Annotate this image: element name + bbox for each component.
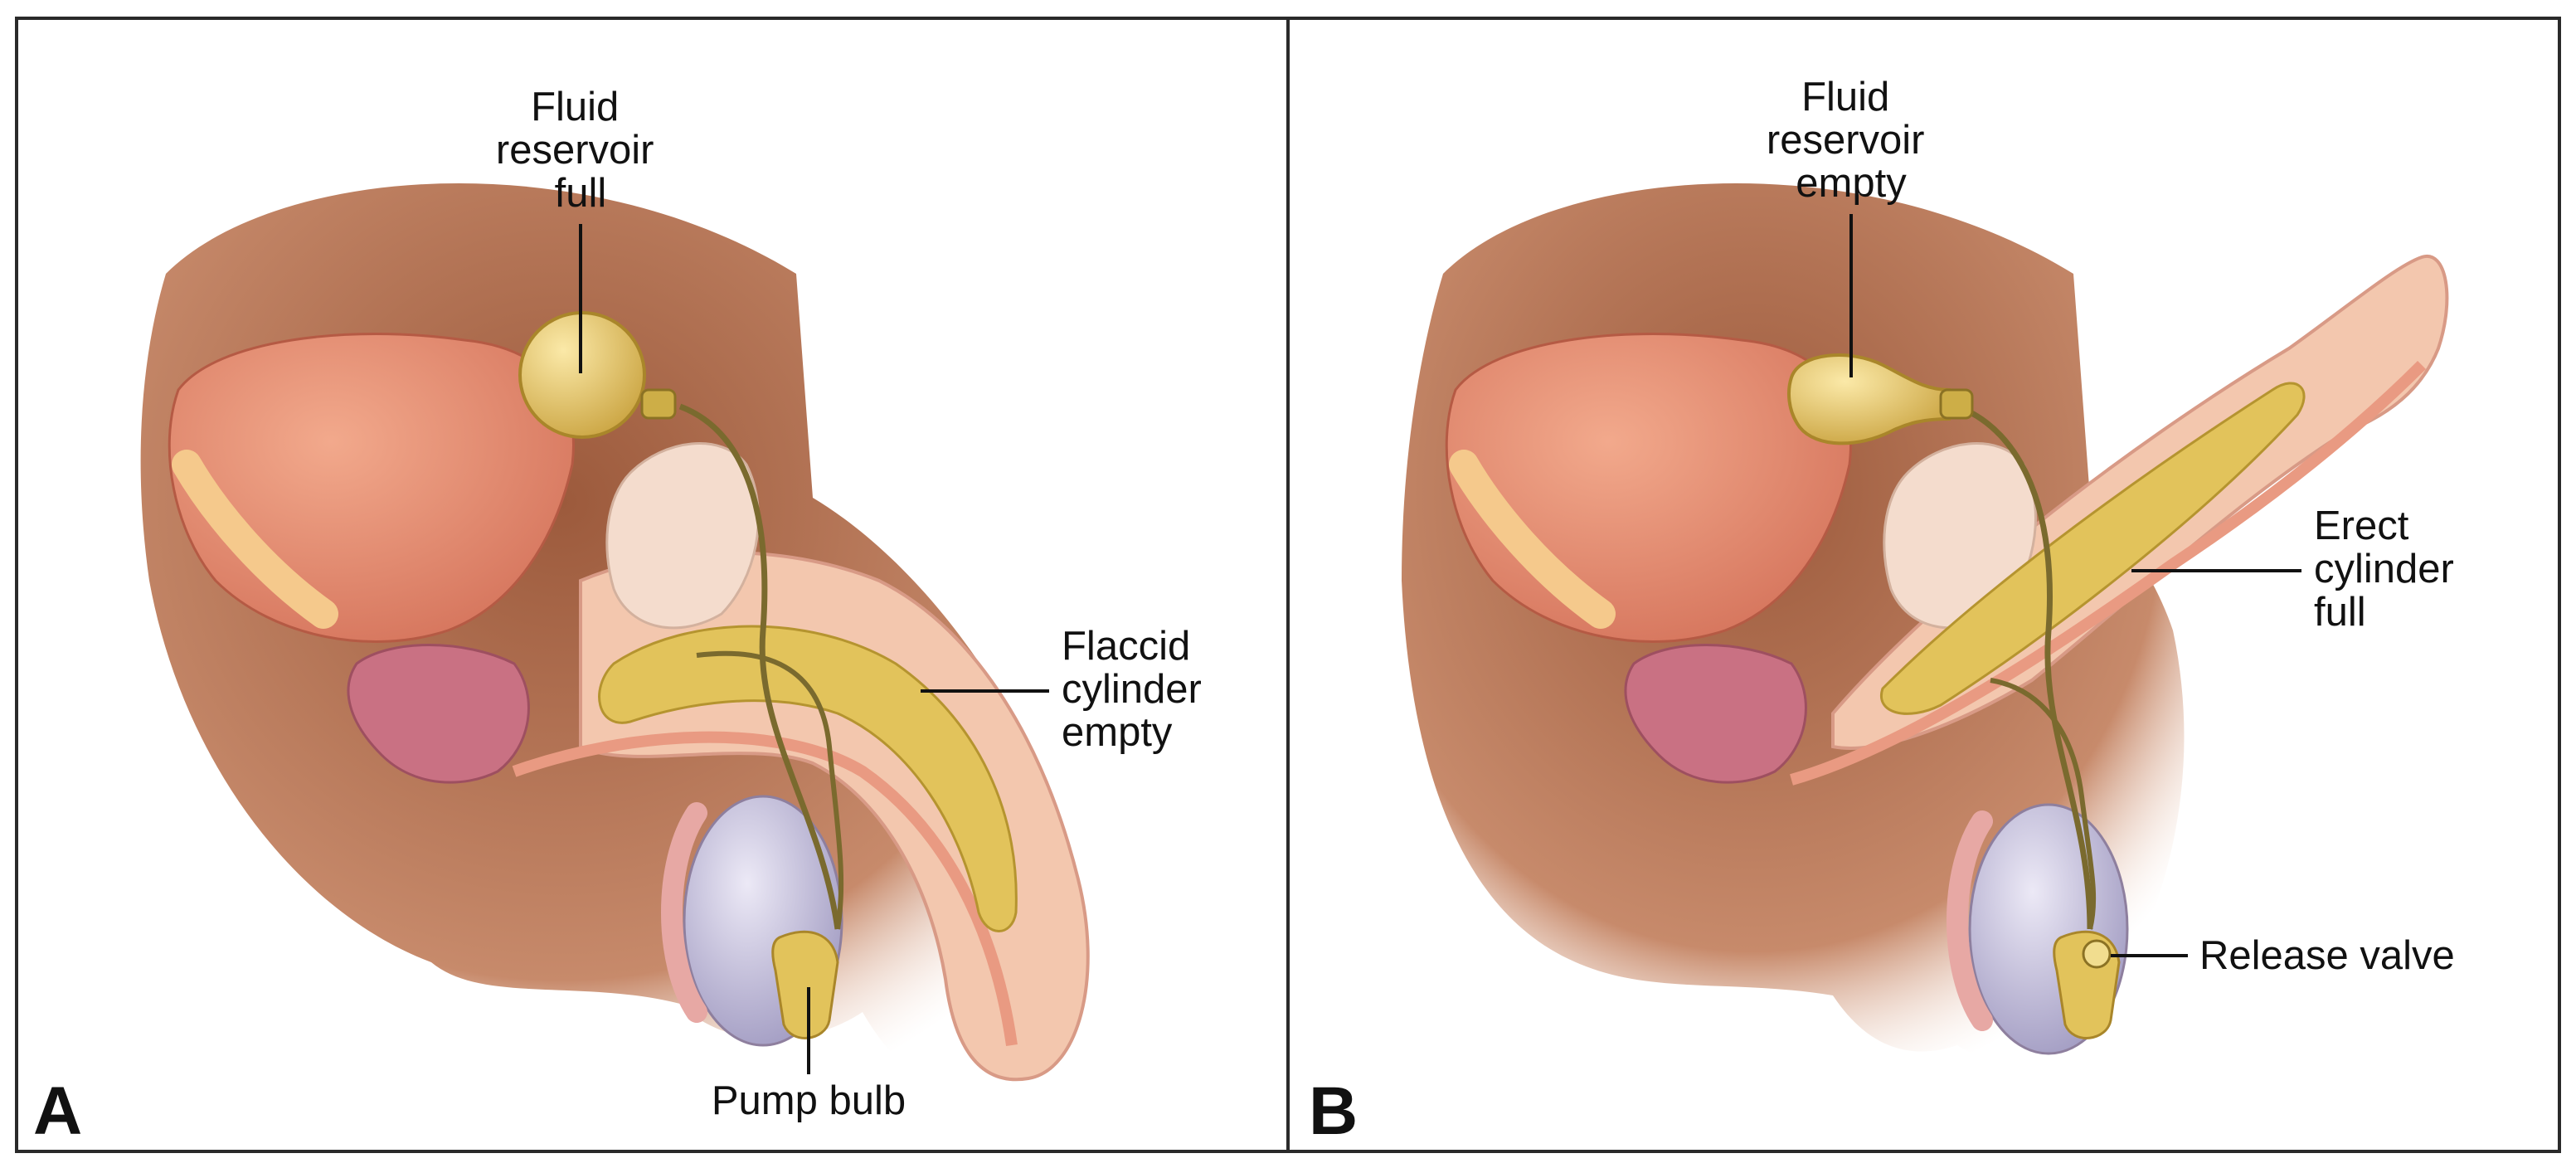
prostate-a — [347, 644, 530, 784]
release-valve — [2082, 939, 2112, 969]
label-reservoir-a: Fluid reservoir full — [496, 85, 665, 216]
prostate-b — [1624, 644, 1807, 784]
seminal-vesicle-b — [1449, 450, 1616, 629]
label-cylinder-a-line1: Flaccid — [1062, 624, 1190, 669]
label-release-valve: Release valve — [2199, 933, 2455, 978]
label-cylinder-b-line3: full — [2314, 590, 2366, 635]
pubic-bone-a — [605, 442, 760, 630]
epididymis-b — [1947, 810, 1993, 1031]
label-cylinder-a-line3: empty — [1062, 710, 1173, 755]
label-reservoir-a-line1: Fluid — [531, 85, 619, 129]
panel-b: Fluid reservoir empty Erect cylinder ful… — [1309, 75, 2465, 1149]
label-cylinder-a-line2: cylinder — [1062, 667, 1202, 712]
label-cylinder-a: Flaccid cylinder empty — [1062, 624, 1213, 755]
pump-bulb — [771, 930, 839, 1039]
label-cylinder-b: Erect cylinder full — [2314, 504, 2465, 635]
label-reservoir-b-line1: Fluid — [1801, 75, 1889, 119]
fluid-reservoir-empty — [1787, 353, 1951, 445]
panel-a: Fluid reservoir full Flaccid cylinder em… — [33, 85, 1213, 1149]
label-reservoir-a-line3: full — [555, 171, 607, 216]
tubing-b-2 — [1990, 678, 2097, 930]
label-reservoir-b: Fluid reservoir empty — [1767, 75, 1936, 206]
epididymis-a — [661, 802, 707, 1023]
label-reservoir-a-line2: reservoir — [496, 128, 654, 173]
flaccid-cylinder-a — [598, 625, 1018, 932]
tubing-a — [678, 403, 841, 930]
label-cylinder-b-line2: cylinder — [2314, 547, 2454, 591]
label-reservoir-b-line2: reservoir — [1767, 118, 1925, 163]
label-reservoir-b-line3: empty — [1796, 161, 1907, 206]
reservoir-connector-a — [640, 388, 677, 420]
urethra-b — [1790, 361, 2426, 786]
tubing-b — [1956, 403, 2093, 930]
tubing-a-2 — [696, 650, 844, 930]
panel-letter-b: B — [1309, 1073, 1358, 1149]
urethra-a — [512, 731, 1018, 1046]
reservoir-connector-b — [1939, 388, 1974, 420]
erect-cylinder-b — [1879, 382, 2306, 715]
seminal-vesicle-a — [172, 450, 338, 629]
label-cylinder-b-line1: Erect — [2314, 504, 2409, 548]
panel-letter-a: A — [33, 1073, 82, 1149]
label-pump-bulb: Pump bulb — [712, 1078, 906, 1123]
